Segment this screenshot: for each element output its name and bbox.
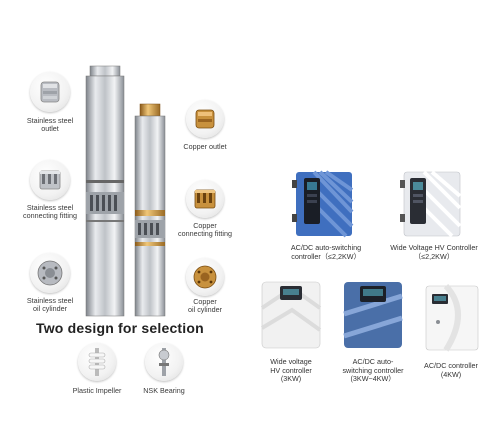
ss-oil-label: Stainless steel oil cylinder: [26, 296, 74, 314]
cu-outlet-label: Copper outlet: [183, 142, 227, 151]
controller-acdc-2-2: [292, 170, 354, 238]
plastic-impeller-label: Plastic Impeller: [72, 386, 122, 395]
ss-oil-image: [30, 253, 70, 293]
controller-wide-3-label: Wide voltage HV controller (3KW): [270, 357, 312, 384]
controller-wide-3: [260, 281, 322, 349]
cu-connecting-label: Copper connecting fitting: [178, 221, 232, 239]
plastic-impeller-image: [78, 343, 116, 381]
brass-pump: [134, 103, 166, 317]
steel-pump: [85, 65, 125, 317]
ss-connecting-label: Stainless steel connecting fitting: [23, 203, 77, 221]
cu-oil-image: [186, 258, 224, 296]
controller-acdc-2-2-label: AC/DC auto-switching controller（≤2,2KW）: [290, 243, 362, 261]
cu-connecting-image: [186, 180, 224, 218]
headline: Two design for selection: [36, 320, 204, 336]
cu-oil-label: Copper oil cylinder: [188, 297, 222, 315]
pump-images: [85, 65, 166, 317]
ss-connecting-image: [30, 160, 70, 200]
controller-acdc-4-label: AC/DC controller (4KW): [424, 361, 478, 379]
controller-acdc-3-4-label: AC/DC auto- switching controller (3KW~4K…: [342, 357, 404, 384]
ss-outlet-image: [30, 72, 70, 112]
controller-hv-2-2-label: Wide Voltage HV Controller （≤2,2KW）: [390, 243, 478, 261]
controller-acdc-3-4: [343, 282, 403, 348]
nsk-bearing-label: NSK Bearing: [143, 386, 185, 395]
cu-outlet-image: [186, 100, 224, 138]
controller-acdc-4: [425, 283, 479, 352]
ss-outlet-label: Stainless steel outlet: [26, 116, 74, 134]
nsk-bearing-image: [145, 343, 183, 381]
controller-hv-2-2: [400, 170, 462, 238]
